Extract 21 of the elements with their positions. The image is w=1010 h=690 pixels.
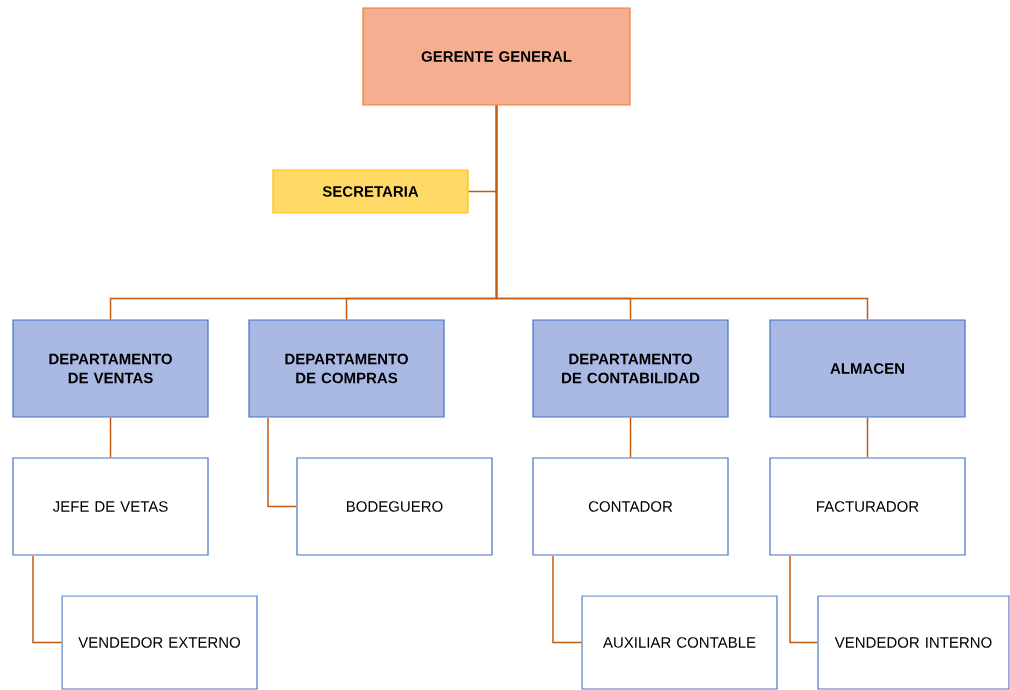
connector-line (267, 417, 298, 508)
department-box: DEPARTAMENTO DE CONTABILIDAD (532, 319, 729, 418)
connector-line (32, 555, 63, 644)
connector-line (789, 555, 819, 644)
position-box: JEFE DE VETAS (12, 457, 209, 556)
connector-line (866, 416, 869, 459)
position-box: FACTURADOR (769, 457, 966, 556)
assistant-box: SECRETARIA (272, 169, 469, 214)
connector-line (109, 416, 112, 459)
position-box: AUXILIAR CONTABLE (581, 595, 778, 690)
department-box: ALMACEN (769, 319, 966, 418)
manager-box: GERENTE GENERAL (362, 7, 631, 106)
position-box: VENDEDOR INTERNO (817, 595, 1010, 690)
department-box: DEPARTAMENTO DE COMPRAS (248, 319, 445, 418)
position-box: VENDEDOR EXTERNO (61, 595, 258, 690)
department-box: DEPARTAMENTO DE VENTAS (12, 319, 209, 418)
connector-line (495, 104, 869, 321)
position-box: CONTADOR (532, 457, 729, 556)
connector-line (552, 555, 583, 644)
connector-line (629, 416, 632, 459)
position-box: BODEGUERO (296, 457, 493, 556)
